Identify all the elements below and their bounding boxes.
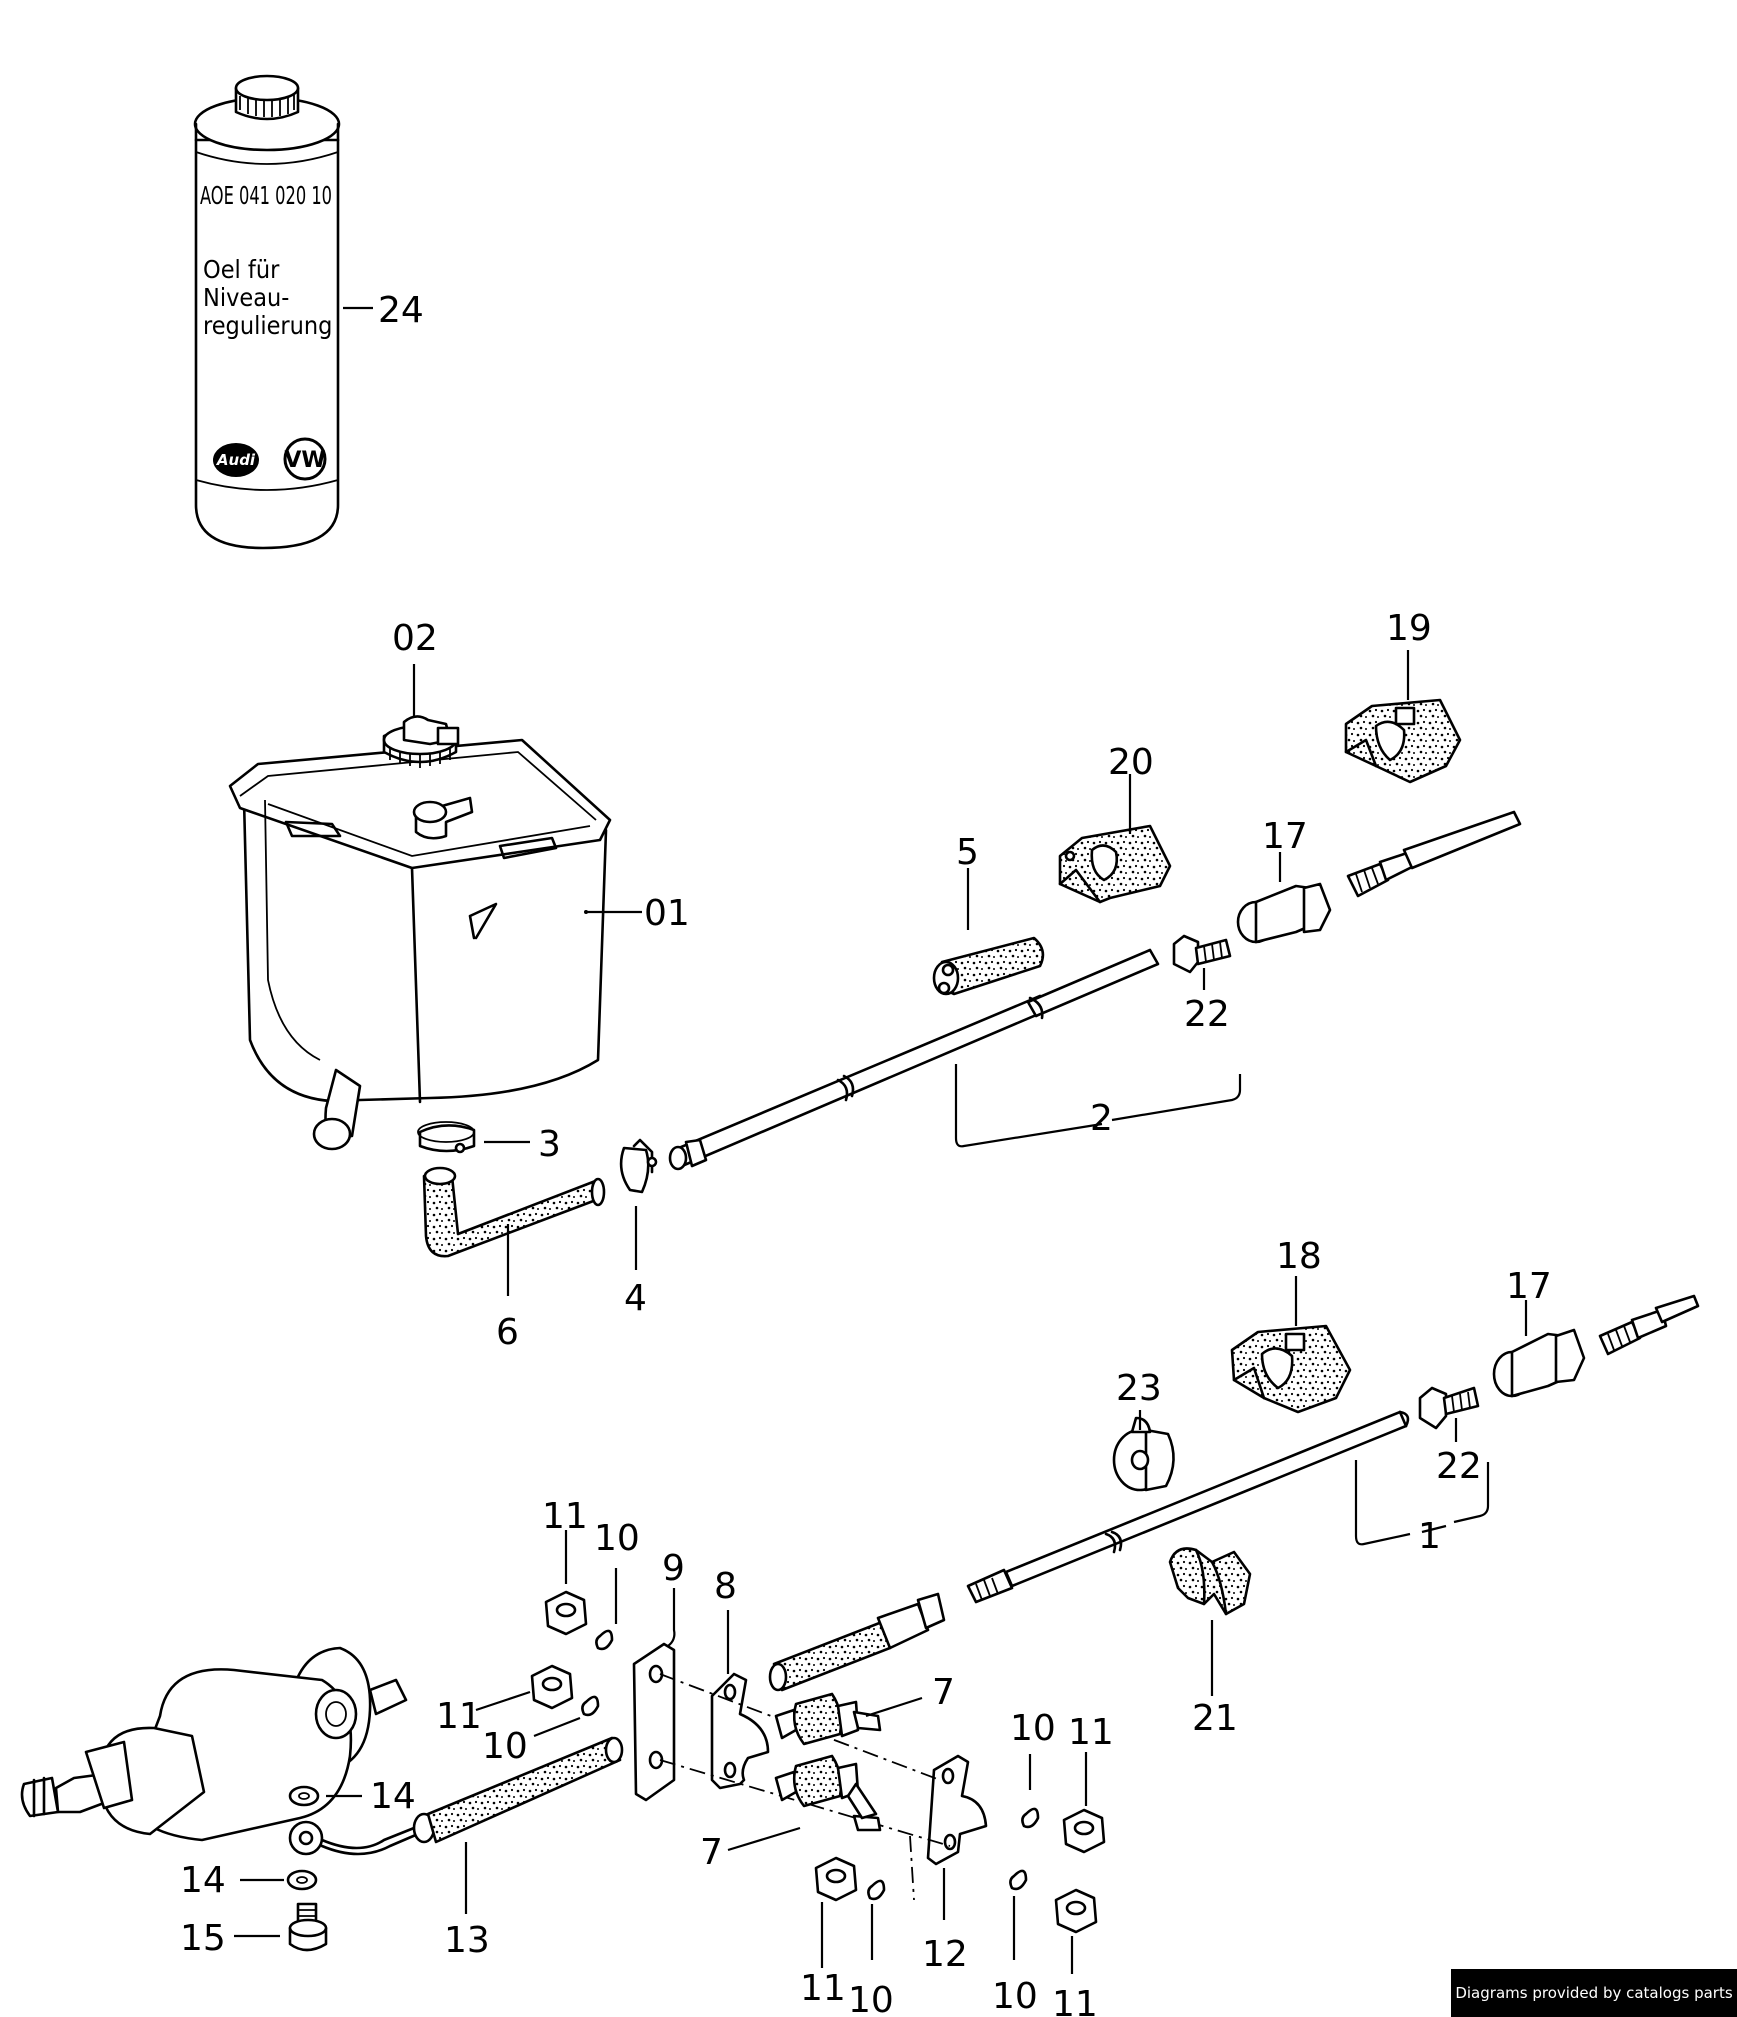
callout-23: 23 bbox=[1116, 1368, 1162, 1409]
callout-17-lower: 17 bbox=[1506, 1266, 1552, 1307]
callout-10-c: 10 bbox=[848, 1980, 894, 2017]
buffer-part-7-upper bbox=[774, 1692, 923, 1746]
washer-part-10-b bbox=[533, 1695, 600, 1738]
callout-10-d: 10 bbox=[1010, 1708, 1056, 1749]
pipe-assembly-part-1 bbox=[966, 1410, 1490, 1604]
callout-3: 3 bbox=[538, 1124, 561, 1165]
callout-7-lower: 7 bbox=[700, 1832, 723, 1873]
vw-logo-icon bbox=[283, 437, 327, 481]
credit-banner: Diagrams provided by catalogs parts bbox=[1451, 1969, 1737, 2017]
callout-5: 5 bbox=[956, 832, 979, 873]
washer-part-14-upper bbox=[288, 1785, 362, 1807]
pressure-accumulator bbox=[20, 1646, 408, 1842]
callout-17-upper: 17 bbox=[1262, 816, 1308, 857]
washer-part-10-a bbox=[595, 1568, 618, 1651]
callout-6: 6 bbox=[496, 1312, 519, 1353]
audi-logo-text: Audi bbox=[216, 451, 256, 469]
bolt-part-15 bbox=[234, 1902, 328, 1952]
oil-can-part-24: AOE 041 020 10 Oel für Niveau- regulieru… bbox=[193, 74, 373, 550]
washer-part-10-c bbox=[867, 1879, 886, 1960]
callout-01: 01 bbox=[644, 893, 690, 934]
callout-11-b: 11 bbox=[436, 1696, 482, 1737]
nut-part-11-d bbox=[1062, 1752, 1106, 1854]
callout-14-lower: 14 bbox=[180, 1860, 226, 1901]
bolt-part-22-lower bbox=[1418, 1386, 1480, 1442]
union-part-17-lower bbox=[1492, 1300, 1586, 1398]
vw-logo-text: VW bbox=[284, 448, 325, 473]
callout-22-upper: 22 bbox=[1184, 994, 1230, 1035]
callout-11-a: 11 bbox=[542, 1496, 588, 1537]
callout-10-a: 10 bbox=[594, 1518, 640, 1559]
bracket-part-18 bbox=[1230, 1276, 1352, 1414]
callout-19: 19 bbox=[1386, 608, 1432, 649]
ground-wire-part-13 bbox=[288, 1736, 624, 1914]
clamp-part-4 bbox=[619, 1138, 658, 1270]
bracket-part-20 bbox=[1058, 774, 1172, 904]
callout-21: 21 bbox=[1192, 1698, 1238, 1739]
pipe-assembly-part-2 bbox=[668, 948, 1242, 1171]
callout-labels: 24 02 01 3 4 6 5 20 17 19 22 2 18 17 23 … bbox=[180, 290, 1552, 2017]
callout-20: 20 bbox=[1108, 742, 1154, 783]
callout-15: 15 bbox=[180, 1918, 226, 1959]
can-label-line-1: Oel für bbox=[203, 255, 280, 284]
callout-13: 13 bbox=[444, 1920, 490, 1961]
callout-14-upper: 14 bbox=[370, 1776, 416, 1817]
callout-10-e: 10 bbox=[992, 1976, 1038, 2017]
callout-10-b: 10 bbox=[482, 1726, 528, 1767]
can-label-line-3: regulierung bbox=[203, 311, 332, 340]
callout-02: 02 bbox=[392, 618, 438, 659]
cap-part-02 bbox=[382, 664, 460, 768]
alignment-lines bbox=[659, 1673, 951, 1901]
sleeve-part-5 bbox=[932, 868, 1045, 996]
callout-11-d: 11 bbox=[1068, 1712, 1114, 1753]
grommet-part-23 bbox=[1112, 1410, 1175, 1492]
bolt-part-22-upper bbox=[1172, 934, 1232, 990]
callout-18: 18 bbox=[1276, 1236, 1322, 1277]
union-part-17-upper bbox=[1236, 852, 1332, 944]
callout-4: 4 bbox=[624, 1278, 647, 1319]
callout-11-e: 11 bbox=[1052, 1984, 1098, 2017]
can-part-number: AOE 041 020 10 bbox=[200, 181, 332, 210]
can-label-line-2: Niveau- bbox=[203, 283, 289, 312]
nut-part-11-e bbox=[1054, 1888, 1098, 1974]
washer-part-10-d bbox=[1021, 1754, 1040, 1829]
callout-8: 8 bbox=[714, 1566, 737, 1607]
bracket-part-8 bbox=[710, 1610, 770, 1790]
hose-part-6 bbox=[422, 1166, 606, 1296]
audi-logo-icon bbox=[213, 443, 259, 477]
fitting-upper-right bbox=[1346, 810, 1522, 898]
plate-part-9 bbox=[632, 1588, 676, 1802]
callout-7-upper: 7 bbox=[932, 1672, 955, 1713]
buffer-part-7-lower bbox=[727, 1754, 882, 1852]
bracket-part-19 bbox=[1344, 650, 1462, 784]
callout-11-c: 11 bbox=[800, 1968, 846, 2009]
nut-part-11-a bbox=[544, 1530, 588, 1636]
callout-24: 24 bbox=[378, 290, 424, 331]
clamp-part-3 bbox=[417, 1121, 530, 1154]
nut-part-11-b bbox=[475, 1664, 574, 1712]
nut-part-11-c bbox=[814, 1856, 858, 1968]
bracket-part-12 bbox=[926, 1754, 988, 1920]
callout-2: 2 bbox=[1090, 1098, 1113, 1139]
callout-22-lower: 22 bbox=[1436, 1446, 1482, 1487]
callout-9: 9 bbox=[662, 1548, 685, 1589]
callout-12: 12 bbox=[922, 1934, 968, 1975]
callout-1: 1 bbox=[1418, 1516, 1441, 1557]
fitting-lower-right bbox=[1598, 1294, 1700, 1356]
washer-part-14-lower bbox=[240, 1869, 318, 1891]
hose-lower-middle bbox=[768, 1592, 946, 1692]
bracket-part-21 bbox=[1168, 1547, 1252, 1696]
reservoir-part-01 bbox=[228, 738, 642, 1151]
washer-part-10-e bbox=[1009, 1869, 1028, 1960]
